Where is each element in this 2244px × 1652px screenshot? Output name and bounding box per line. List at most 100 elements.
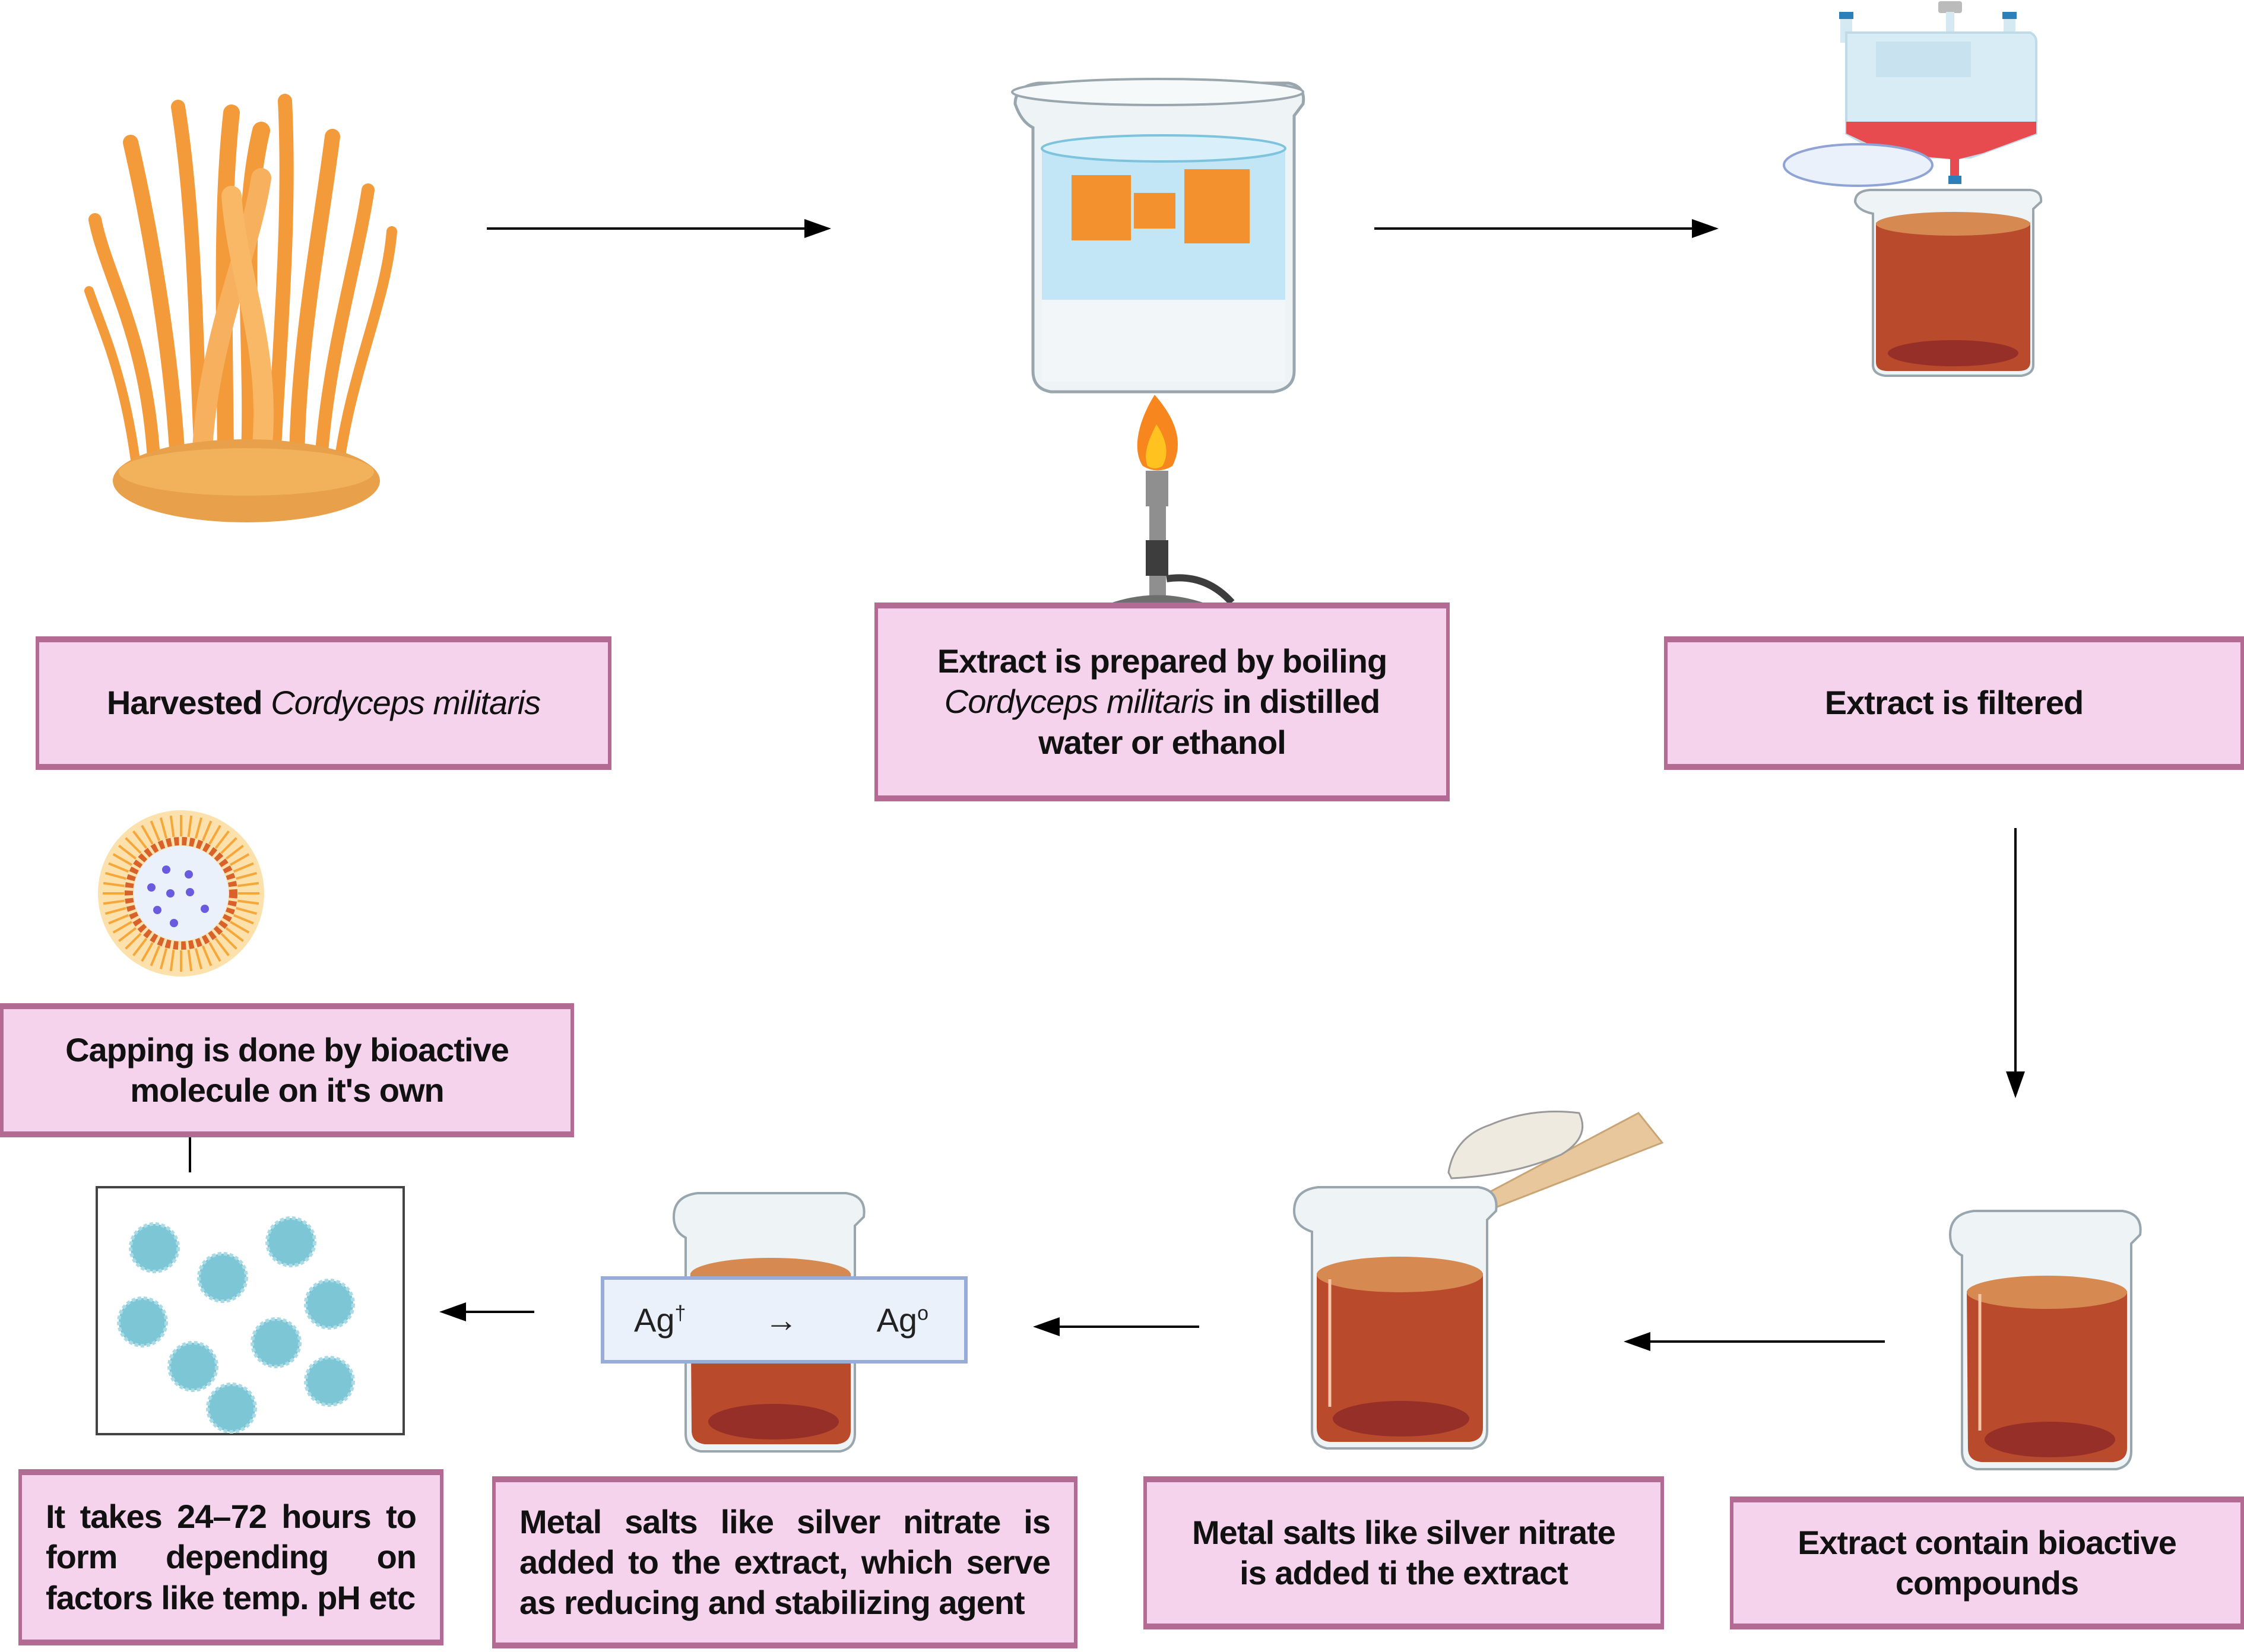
capping-molecule: [236, 906, 258, 915]
silver-nanoparticle: [117, 1296, 168, 1347]
capping-molecule: [104, 871, 126, 880]
step-boil-box: Extract is prepared by boiling Cordyceps…: [874, 603, 1450, 801]
capping-molecule: [103, 899, 125, 905]
filter-unit-icon: [1839, 1, 2037, 184]
cordyceps-in-water: [1072, 169, 1250, 243]
capped-nanoparticle-illustration: [98, 810, 264, 976]
silver-nanoparticle: [206, 1383, 257, 1434]
capping-molecule: [214, 937, 230, 956]
step-add-salt-box: Metal salts like silver nitrate is added…: [1143, 1476, 1664, 1629]
capping-molecule: [108, 862, 129, 873]
nanoparticles-panel: [96, 1186, 405, 1435]
bioactive-beaker-illustration: [1948, 1210, 2142, 1470]
capping-molecule: [201, 820, 213, 842]
extract-beaker-icon: [1292, 1186, 1498, 1450]
cordyceps-stalks: [84, 94, 397, 478]
capping-molecule: [225, 927, 244, 942]
filtered-extract-beaker-icon: [1853, 189, 2043, 377]
capping-molecule: [132, 937, 148, 956]
bunsen-burner-icon: [1104, 471, 1235, 605]
capping-molecule: [112, 921, 132, 934]
capping-molecule: [150, 820, 161, 842]
arrow-left-2: [1033, 1317, 1199, 1336]
capping-molecule: [230, 921, 250, 934]
capping-molecule: [214, 830, 230, 849]
capping-molecule: [236, 871, 258, 880]
boil-line-3: water or ethanol: [1038, 723, 1286, 761]
capping-molecule: [159, 817, 168, 839]
capping-molecule: [118, 927, 137, 942]
harvest-text: Harvested: [106, 684, 271, 722]
filter-illustration: [1783, 1, 2043, 377]
capping-molecule: [233, 862, 254, 873]
capping-molecule: [230, 853, 250, 866]
capping-molecule: [132, 830, 148, 849]
flame-icon: [1137, 395, 1178, 471]
capping-molecule: [125, 837, 142, 854]
salt-addition-illustration: [1292, 1111, 1664, 1450]
silver-nanoparticle: [304, 1356, 355, 1407]
step-time-box: It takes 24–72 hours to form depending o…: [18, 1469, 443, 1645]
capping-molecule: [237, 882, 259, 887]
capping-molecule: [104, 906, 126, 915]
reaction-arrow-icon: →: [765, 1301, 798, 1339]
capping-molecule: [187, 949, 193, 972]
capping-molecule: [108, 914, 129, 925]
capping-molecule: [141, 825, 154, 845]
species-name: Cordyceps militaris: [271, 684, 541, 722]
capping-molecule: [225, 845, 244, 860]
capping-molecule: [208, 825, 221, 845]
cordyceps-illustration: [84, 94, 397, 522]
capping-molecule: [208, 942, 221, 962]
silver-nanoparticle: [251, 1317, 302, 1368]
arrow-left-1: [1624, 1332, 1885, 1351]
boiling-beaker-illustration: [1011, 78, 1305, 605]
silver-nanoparticle: [167, 1341, 218, 1392]
arrow-down: [2006, 828, 2025, 1098]
capping-molecule: [112, 853, 132, 866]
step-filter-box: Extract is filtered: [1664, 636, 2244, 770]
capping-text: Capping is done by bioactive molecule on…: [65, 1030, 509, 1109]
boil-line-2: in distilled: [1213, 683, 1380, 721]
capping-molecule: [187, 815, 193, 838]
step-harvest-box: Harvested Cordyceps militaris: [36, 636, 611, 770]
reaction-equation: Ag† → Ago: [601, 1276, 968, 1364]
product-silver-metal: Ago: [876, 1301, 928, 1339]
species-name: Cordyceps militaris: [944, 683, 1215, 721]
step-capping-box: Capping is done by bioactive molecule on…: [0, 1003, 574, 1137]
capping-molecule: [220, 837, 237, 854]
arrow-right-2: [1374, 219, 1719, 238]
silver-nitrate-powder-icon: [1447, 1111, 1584, 1179]
nanoparticles: [117, 1216, 355, 1434]
capping-molecule: [118, 845, 137, 860]
silver-core-dots: [147, 865, 209, 927]
silver-nanoparticle: [265, 1216, 316, 1267]
capping-molecule: [233, 914, 254, 925]
filter-paper-icon: [1783, 143, 1934, 187]
capping-molecule: [201, 945, 213, 966]
capping-molecule: [237, 899, 259, 905]
time-text: It takes 24–72 hours to form depending o…: [46, 1498, 417, 1616]
capping-molecule: [125, 933, 142, 950]
bioactive-text: Extract contain bioactive compounds: [1798, 1523, 2177, 1602]
arrow-left-3: [439, 1302, 534, 1321]
step-reduce-box: Metal salts like silver nitrate is added…: [492, 1476, 1077, 1648]
capping-molecule: [103, 882, 125, 887]
silver-nanoparticle: [197, 1252, 248, 1303]
capping-molecule: [194, 817, 203, 839]
capping-molecule: [220, 933, 237, 950]
capping-molecule: [141, 942, 154, 962]
arrow-right-1: [487, 219, 831, 238]
capping-molecule: [169, 815, 175, 838]
reactant-silver-ion: Ag†: [634, 1301, 686, 1339]
capping-molecule: [150, 945, 161, 966]
capping-molecule: [159, 948, 168, 970]
capping-molecule: [169, 949, 175, 972]
filter-text: Extract is filtered: [1824, 684, 2084, 722]
capping-molecule: [194, 948, 203, 970]
reduce-text: Metal salts like silver nitrate is added…: [519, 1502, 1051, 1622]
step-bioactive-box: Extract contain bioactive compounds: [1730, 1496, 2244, 1629]
add-salt-text: Metal salts like silver nitrate is added…: [1192, 1513, 1616, 1591]
silver-nanoparticle: [304, 1279, 355, 1330]
silver-nanoparticle: [129, 1222, 180, 1273]
